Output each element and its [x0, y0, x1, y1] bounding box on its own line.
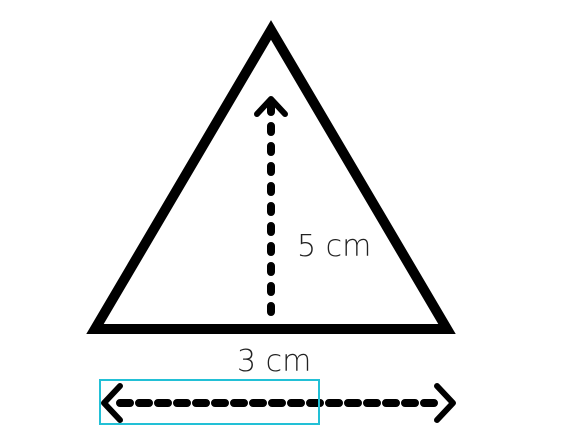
selection-box[interactable] [99, 379, 320, 425]
base-left-arrowhead-icon [101, 383, 123, 423]
height-arrowhead-icon [254, 96, 288, 117]
base-label: 3 cm [237, 344, 311, 379]
base-right-arrowhead-icon [434, 383, 456, 423]
height-label: 5 cm [297, 229, 371, 264]
triangle-shape [86, 20, 456, 334]
